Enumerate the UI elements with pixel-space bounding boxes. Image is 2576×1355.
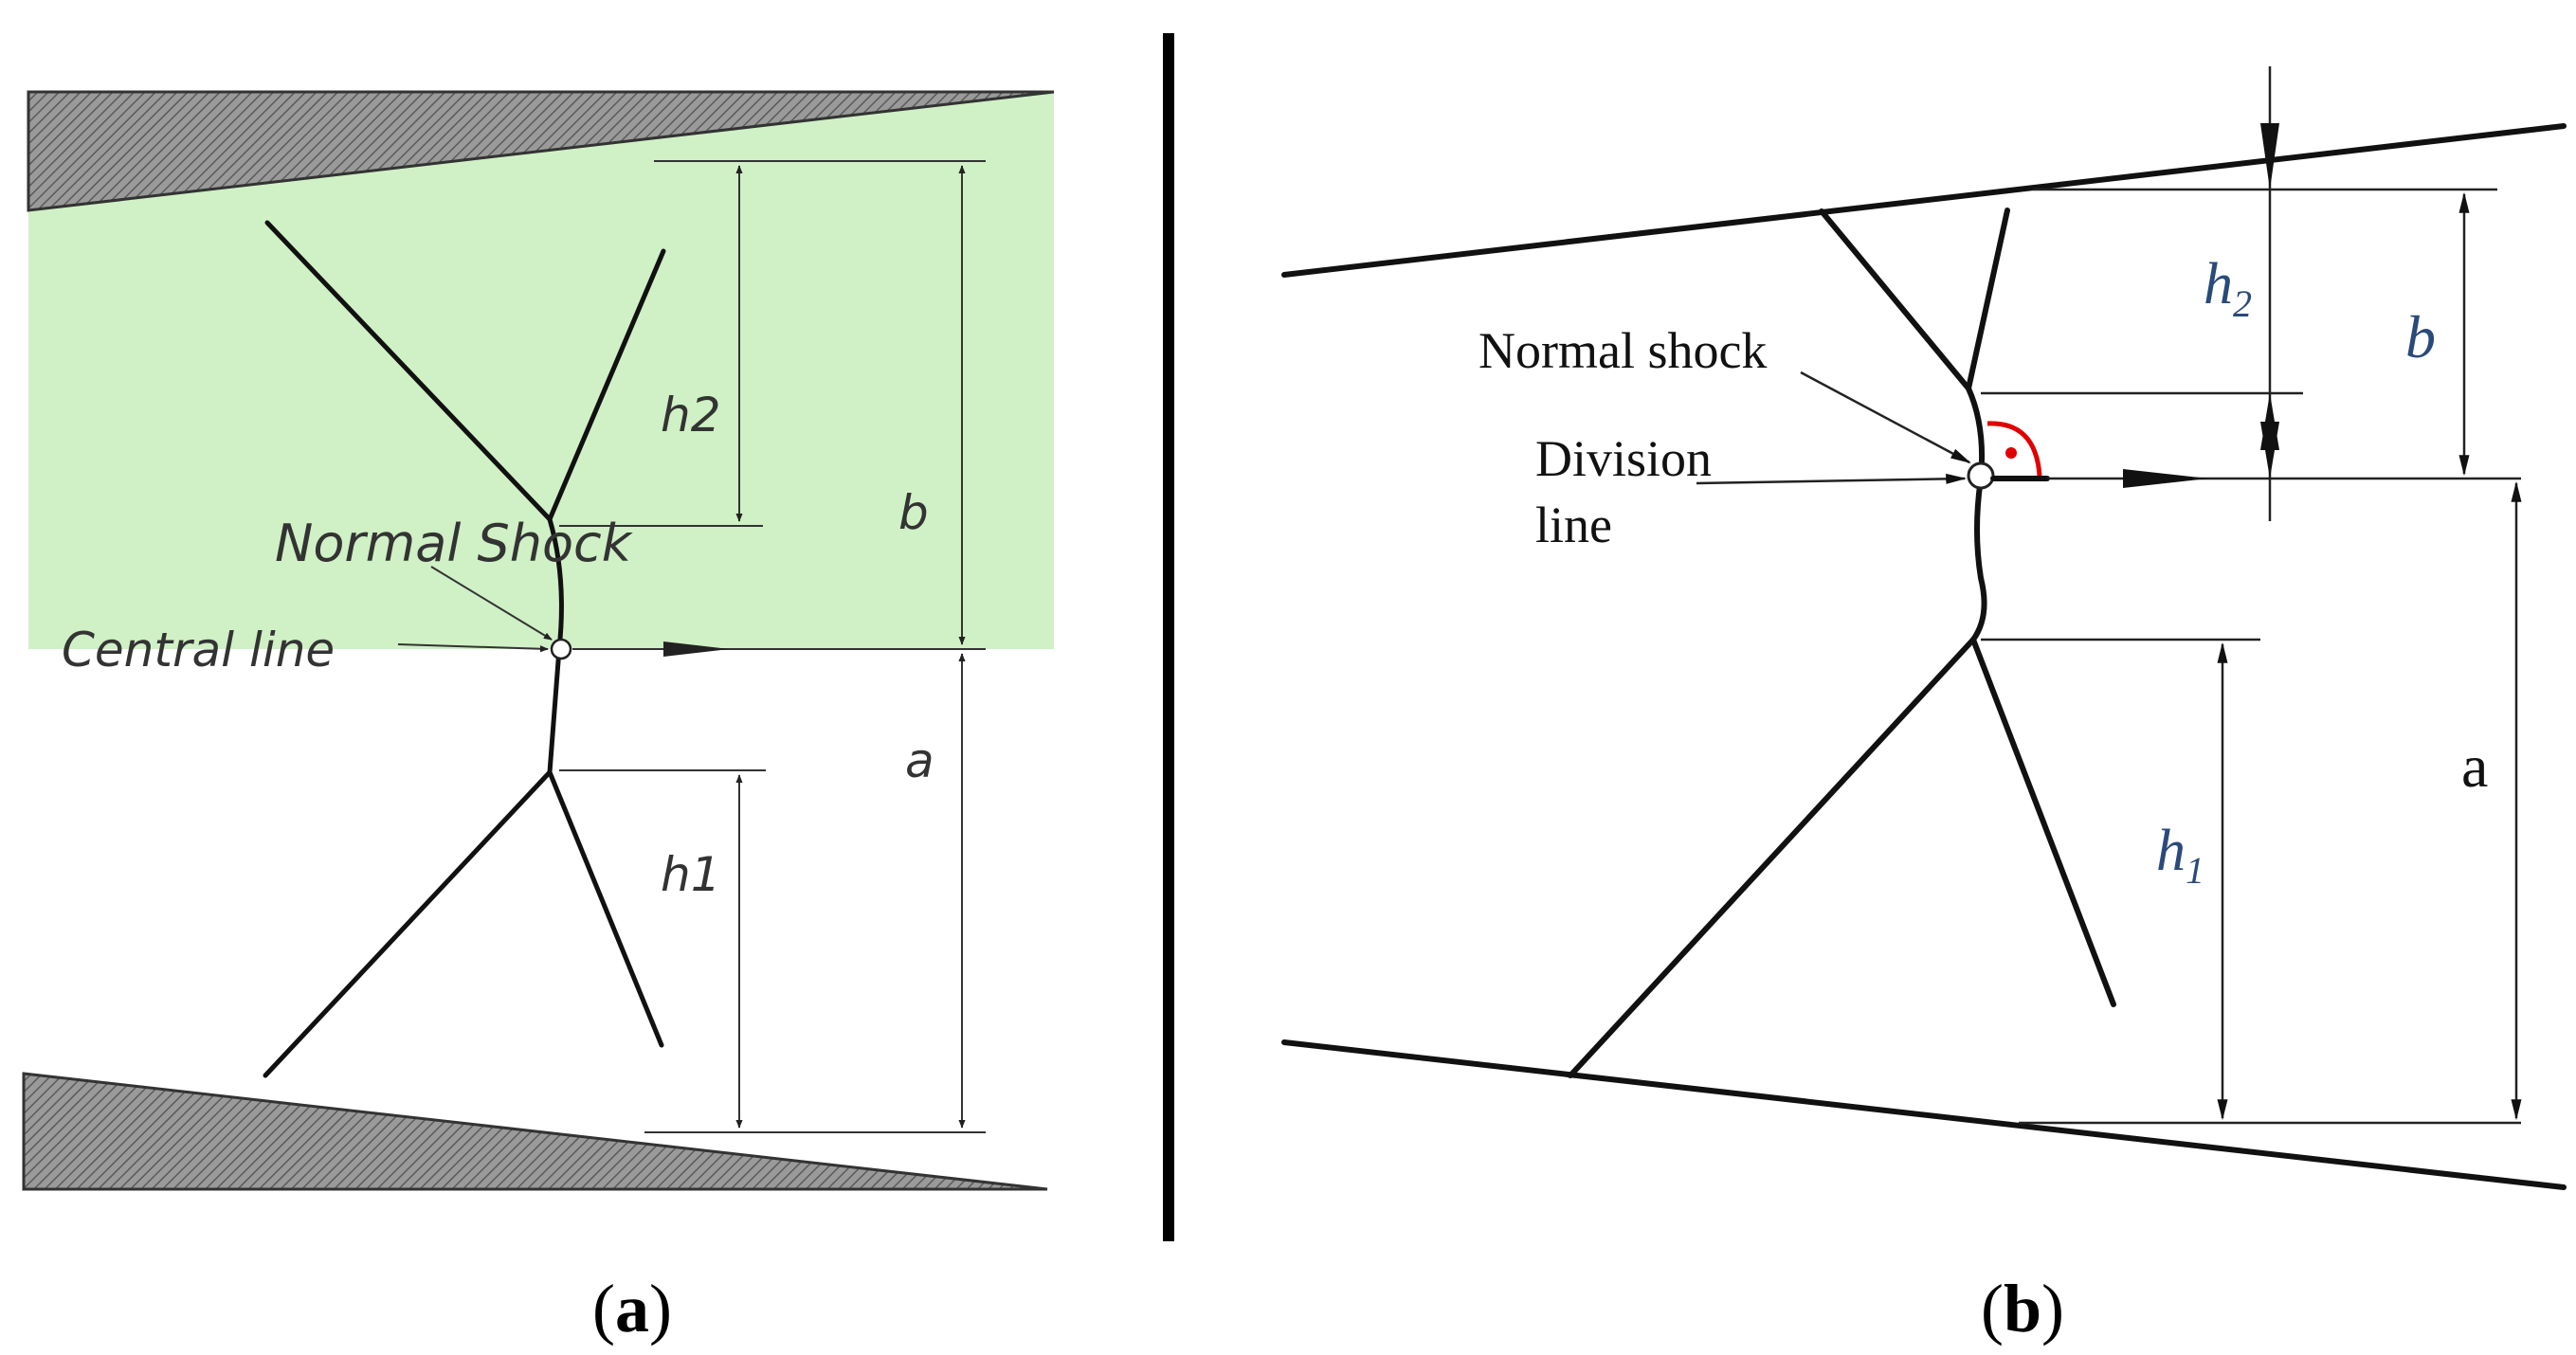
- lower-oblique-left-b: [1568, 637, 1976, 1078]
- label-normal-shock-a: Normal Shock: [275, 514, 634, 573]
- label-division-line-2: line: [1535, 497, 1612, 553]
- upper-oblique-right: [547, 248, 666, 522]
- lower-oblique-right: [547, 769, 664, 1048]
- flow-arrow-b: [2123, 469, 2208, 488]
- normal-shock-pointer: [430, 566, 553, 641]
- division-line-arrow-in: [1696, 473, 1968, 485]
- label-h1-b: h1: [2156, 819, 2204, 892]
- label-a-b: a: [2461, 732, 2488, 800]
- panel-b: Normal shock Division line h2 b a h1 (b): [1281, 66, 2567, 1346]
- panel-a: Normal Shock Central line h2 b a h1 (a): [22, 90, 1055, 1346]
- caption-a: (a): [592, 1271, 672, 1346]
- label-normal-shock-b: Normal shock: [1478, 322, 1767, 379]
- dim-h2-b-arrow-lower: [2260, 422, 2279, 479]
- triple-point-a: [550, 638, 572, 660]
- lower-wall: [22, 1072, 1048, 1191]
- central-line-arrow-in: [397, 643, 549, 653]
- panel-divider: [1163, 33, 1174, 1241]
- label-h2-a: h2: [661, 388, 721, 443]
- right-angle-dot: [2005, 447, 2017, 459]
- label-h2-b: h2: [2204, 252, 2252, 325]
- label-a-a: a: [905, 733, 934, 788]
- normal-shock-curve-b: [1966, 386, 1987, 642]
- right-angle-mark: [1986, 421, 2042, 477]
- label-b-a: b: [898, 485, 929, 540]
- upper-oblique-right-b: [1966, 208, 2010, 391]
- lower-oblique-left: [263, 769, 553, 1078]
- shock-structure-b: [1568, 208, 2116, 1078]
- upper-wall-b: [1281, 123, 2567, 278]
- upper-wall: [27, 90, 1055, 212]
- label-b-b: b: [2405, 303, 2436, 370]
- caption-b: (b): [1981, 1271, 2064, 1346]
- flow-region: [28, 92, 1054, 649]
- dim-h2-b-arrow-top: [2260, 123, 2279, 190]
- upper-oblique-left-b: [1819, 208, 1971, 391]
- lower-wall-b: [1281, 1039, 2567, 1190]
- lower-oblique-right-b: [1970, 637, 2116, 1007]
- upper-oblique-left: [264, 220, 553, 522]
- label-central-line: Central line: [62, 623, 335, 678]
- shock-structure-a: [263, 220, 666, 1078]
- triple-point-b: [1967, 461, 1995, 490]
- normal-shock-pointer-b: [1800, 370, 1971, 464]
- label-h1-a: h1: [661, 847, 721, 902]
- label-division-line-1: Division: [1535, 430, 1712, 487]
- flow-arrow-a: [663, 641, 730, 657]
